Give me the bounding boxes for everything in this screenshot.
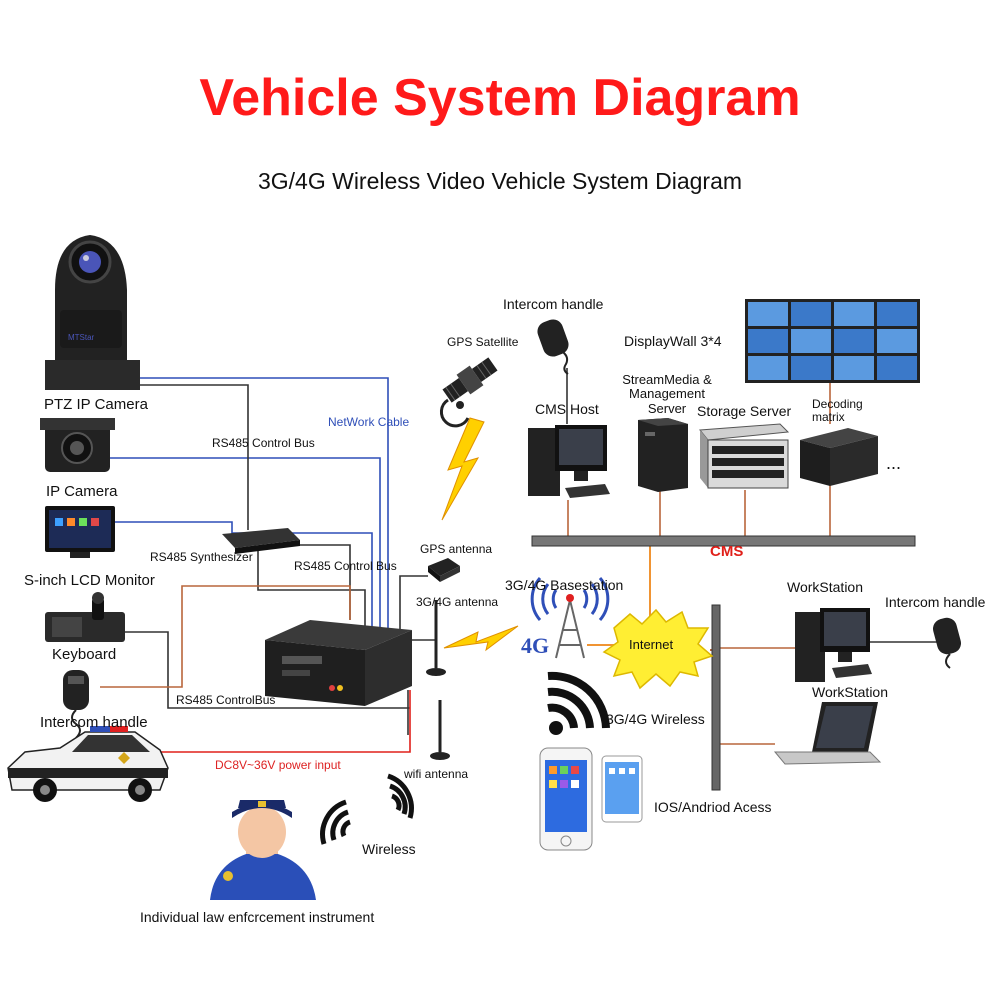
mdvr-icon <box>265 620 412 706</box>
gps-antenna-icon <box>428 558 460 582</box>
antenna-3g4g-icon <box>426 600 446 676</box>
keyboard-icon <box>45 592 125 642</box>
label-workstation-2: WorkStation <box>812 684 888 700</box>
label-ellipsis: ... <box>886 453 902 473</box>
display-wall-screen <box>791 329 831 353</box>
intercom-right-icon <box>932 617 962 669</box>
label-keyboard: Keyboard <box>52 646 117 663</box>
label-gps-antenna: GPS antenna <box>420 542 493 556</box>
label-ip-camera: IP Camera <box>46 483 118 500</box>
ptz-camera-icon <box>45 235 140 390</box>
label-basestation: 3G/4G Basestation <box>505 577 624 593</box>
police-car-icon <box>7 726 169 802</box>
display-wall-screen <box>877 329 917 353</box>
cable-intercom-left <box>100 585 351 688</box>
gps-satellite-icon <box>439 357 498 428</box>
wireless-3g4g-icon <box>547 671 610 735</box>
rs485-synthesizer-icon <box>222 528 300 554</box>
label-network-cable: NetWork Cable <box>328 415 410 429</box>
lcd-monitor-icon <box>45 506 115 558</box>
wifi-antenna-icon <box>430 700 450 760</box>
display-wall-screen <box>834 329 874 353</box>
page-subtitle: 3G/4G Wireless Video Vehicle System Diag… <box>257 168 743 194</box>
label-intercom-top: Intercom handle <box>503 296 604 312</box>
rs485-bus-ptz <box>130 384 249 530</box>
label-3g4g-antenna: 3G/4G antenna <box>416 595 499 609</box>
display-wall-icon <box>745 299 920 383</box>
label-ptz-camera: PTZ IP Camera <box>44 396 148 413</box>
intercom-top-icon <box>537 319 569 375</box>
label-storage-server: Storage Server <box>697 403 792 419</box>
label-power-input: DC8V~36V power input <box>215 758 341 772</box>
police-officer-icon <box>210 800 316 900</box>
label-3g4g-wireless: 3G/4G Wireless <box>606 711 705 727</box>
display-wall-screen <box>791 302 831 326</box>
display-wall-screen <box>877 302 917 326</box>
label-4g-badge: 4G <box>521 633 550 658</box>
label-gps-satellite: GPS Satellite <box>447 335 519 349</box>
display-wall-screen <box>791 356 831 380</box>
label-law-enforcement: Individual law enfcrcement instrument <box>140 909 375 925</box>
rs485-bus-synth-down <box>257 548 366 630</box>
label-cms-host: CMS Host <box>535 401 599 417</box>
label-rs485-synthesizer: RS485 Synthesizer <box>150 550 253 564</box>
storage-server-icon <box>699 423 790 489</box>
label-lcd-monitor: S-inch LCD Monitor <box>24 572 155 589</box>
label-ios-android: IOS/Andriod Acess <box>654 799 772 815</box>
label-intercom-right: Intercom handle <box>885 594 986 610</box>
label-rs485-control-bus-mid: RS485 Control Bus <box>294 559 397 573</box>
display-wall-screen <box>834 356 874 380</box>
cms-bus-bar <box>531 535 916 547</box>
network-switch-bar <box>711 604 721 791</box>
connection-lines <box>100 368 940 753</box>
label-rs485-controlbus-bottom: RS485 ControlBus <box>176 693 276 707</box>
basestation-icon <box>530 577 610 659</box>
label-workstation-1: WorkStation <box>787 579 863 595</box>
network-cable-ptz <box>130 377 389 640</box>
page-title: Vehicle System Diagram <box>199 69 801 127</box>
label-display-wall: DisplayWall 3*4 <box>624 333 722 349</box>
cable-gps <box>399 575 428 634</box>
cms-host-icon <box>528 425 610 498</box>
workstation-2-laptop-icon <box>773 702 882 765</box>
label-internet: Internet <box>629 637 674 652</box>
iphone-icon <box>539 747 593 851</box>
label-decoding-matrix: Decoding matrix <box>812 397 863 425</box>
network-cable-lcd <box>112 521 373 640</box>
intercom-left-icon <box>63 670 89 739</box>
display-wall-screen <box>748 302 788 326</box>
display-wall-screen <box>748 356 788 380</box>
display-wall-screen <box>748 329 788 353</box>
rs485-bus-synth-mdvr <box>300 544 351 620</box>
label-cms: CMS <box>710 543 744 560</box>
streammedia-server-icon <box>638 418 688 492</box>
decoding-matrix-icon <box>800 428 878 486</box>
wireless-bottom-icon <box>320 773 414 845</box>
label-intercom-left: Intercom handle <box>40 714 148 731</box>
android-phone-icon <box>601 755 643 823</box>
lightning-basestation-icon <box>443 625 519 652</box>
label-streammedia-server: StreamMedia & Management Server <box>622 372 712 416</box>
display-wall-screen <box>834 302 874 326</box>
label-camera-brand: MTStar <box>68 333 95 342</box>
internet-burst-icon <box>602 608 714 690</box>
lightning-satellite-icon <box>441 417 485 521</box>
display-wall-screen <box>877 356 917 380</box>
rs485-bus-keyboard <box>125 631 410 709</box>
network-cable-ipcam <box>110 457 381 640</box>
power-line <box>140 690 411 753</box>
label-wireless: Wireless <box>362 841 416 857</box>
label-wifi-antenna: wifi antenna <box>404 767 469 781</box>
ip-camera-icon <box>40 418 115 472</box>
workstation-1-icon <box>795 608 872 682</box>
label-rs485-control-bus-top: RS485 Control Bus <box>212 436 315 450</box>
